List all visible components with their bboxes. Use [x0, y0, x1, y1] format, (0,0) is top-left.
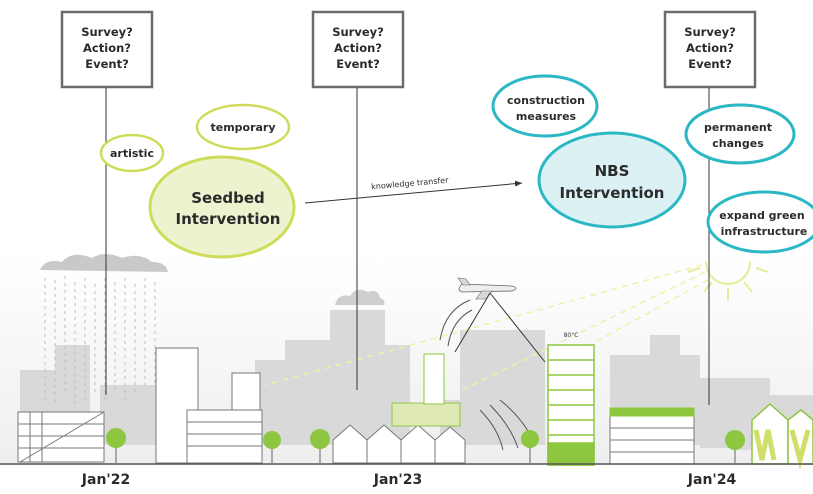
svg-text:permanent: permanent [704, 121, 772, 134]
parking-garage [17, 411, 105, 463]
sun-icon [687, 261, 769, 300]
white-buildings [155, 347, 263, 464]
svg-text:Seedbed: Seedbed [191, 189, 265, 207]
bubble-artistic: artistic [99, 133, 165, 173]
cloud-icon [335, 289, 385, 305]
svg-text:Intervention: Intervention [560, 184, 665, 202]
question-text: Action? [686, 41, 734, 55]
question-text: Survey? [684, 25, 736, 39]
question-box-3: Survey? Action? Event? [663, 10, 757, 89]
temperature-label: 80°C [564, 332, 579, 339]
knowledge-transfer-arrow: knowledge transfer [304, 176, 523, 204]
timeline-label-2023: Jan'23 [373, 472, 422, 488]
question-text: Event? [85, 57, 129, 71]
tree-icon [263, 431, 281, 463]
bubble-construction-measures: construction measures [491, 74, 599, 138]
svg-text:NBS: NBS [595, 162, 630, 180]
airplane-icon [454, 277, 546, 363]
tree-icon [310, 429, 330, 463]
bubble-permanent-changes: permanent changes [684, 103, 796, 165]
svg-text:artistic: artistic [110, 147, 154, 160]
sun-rays [264, 264, 709, 393]
green-roof-building [391, 353, 461, 427]
svg-text:temporary: temporary [210, 121, 275, 134]
timeline-label-2022: Jan'22 [81, 472, 130, 488]
svg-text:construction: construction [507, 94, 585, 107]
question-box-1: Survey? Action? Event? [60, 10, 154, 89]
question-text: Action? [83, 41, 131, 55]
question-text: Survey? [332, 25, 384, 39]
bubble-expand-green-infrastructure: expand green infrastructure [706, 190, 813, 254]
question-box-2: Survey? Action? Event? [311, 10, 405, 89]
trees [106, 428, 745, 463]
svg-text:Intervention: Intervention [176, 210, 281, 228]
arrow-label: knowledge transfer [371, 176, 450, 192]
svg-text:infrastructure: infrastructure [721, 225, 808, 238]
svg-text:measures: measures [516, 110, 577, 123]
bubble-temporary: temporary [195, 103, 291, 151]
question-text: Survey? [81, 25, 133, 39]
tree-icon [725, 430, 745, 463]
bubble-seedbed-intervention: Seedbed Intervention [148, 155, 296, 259]
rain-cloud-icon [40, 254, 168, 405]
tree-icon [521, 430, 539, 463]
green-wall-houses [751, 402, 813, 470]
svg-text:expand green: expand green [719, 209, 804, 222]
question-text: Event? [336, 57, 380, 71]
bubble-nbs-intervention: NBS Intervention [537, 131, 687, 229]
right-green-building [609, 407, 695, 465]
green-tower [547, 344, 595, 466]
svg-text:changes: changes [712, 137, 764, 150]
tree-icon [106, 428, 126, 463]
question-text: Action? [334, 41, 382, 55]
houses [332, 424, 466, 464]
question-text: Event? [688, 57, 732, 71]
timeline-label-2024: Jan'24 [687, 472, 737, 488]
